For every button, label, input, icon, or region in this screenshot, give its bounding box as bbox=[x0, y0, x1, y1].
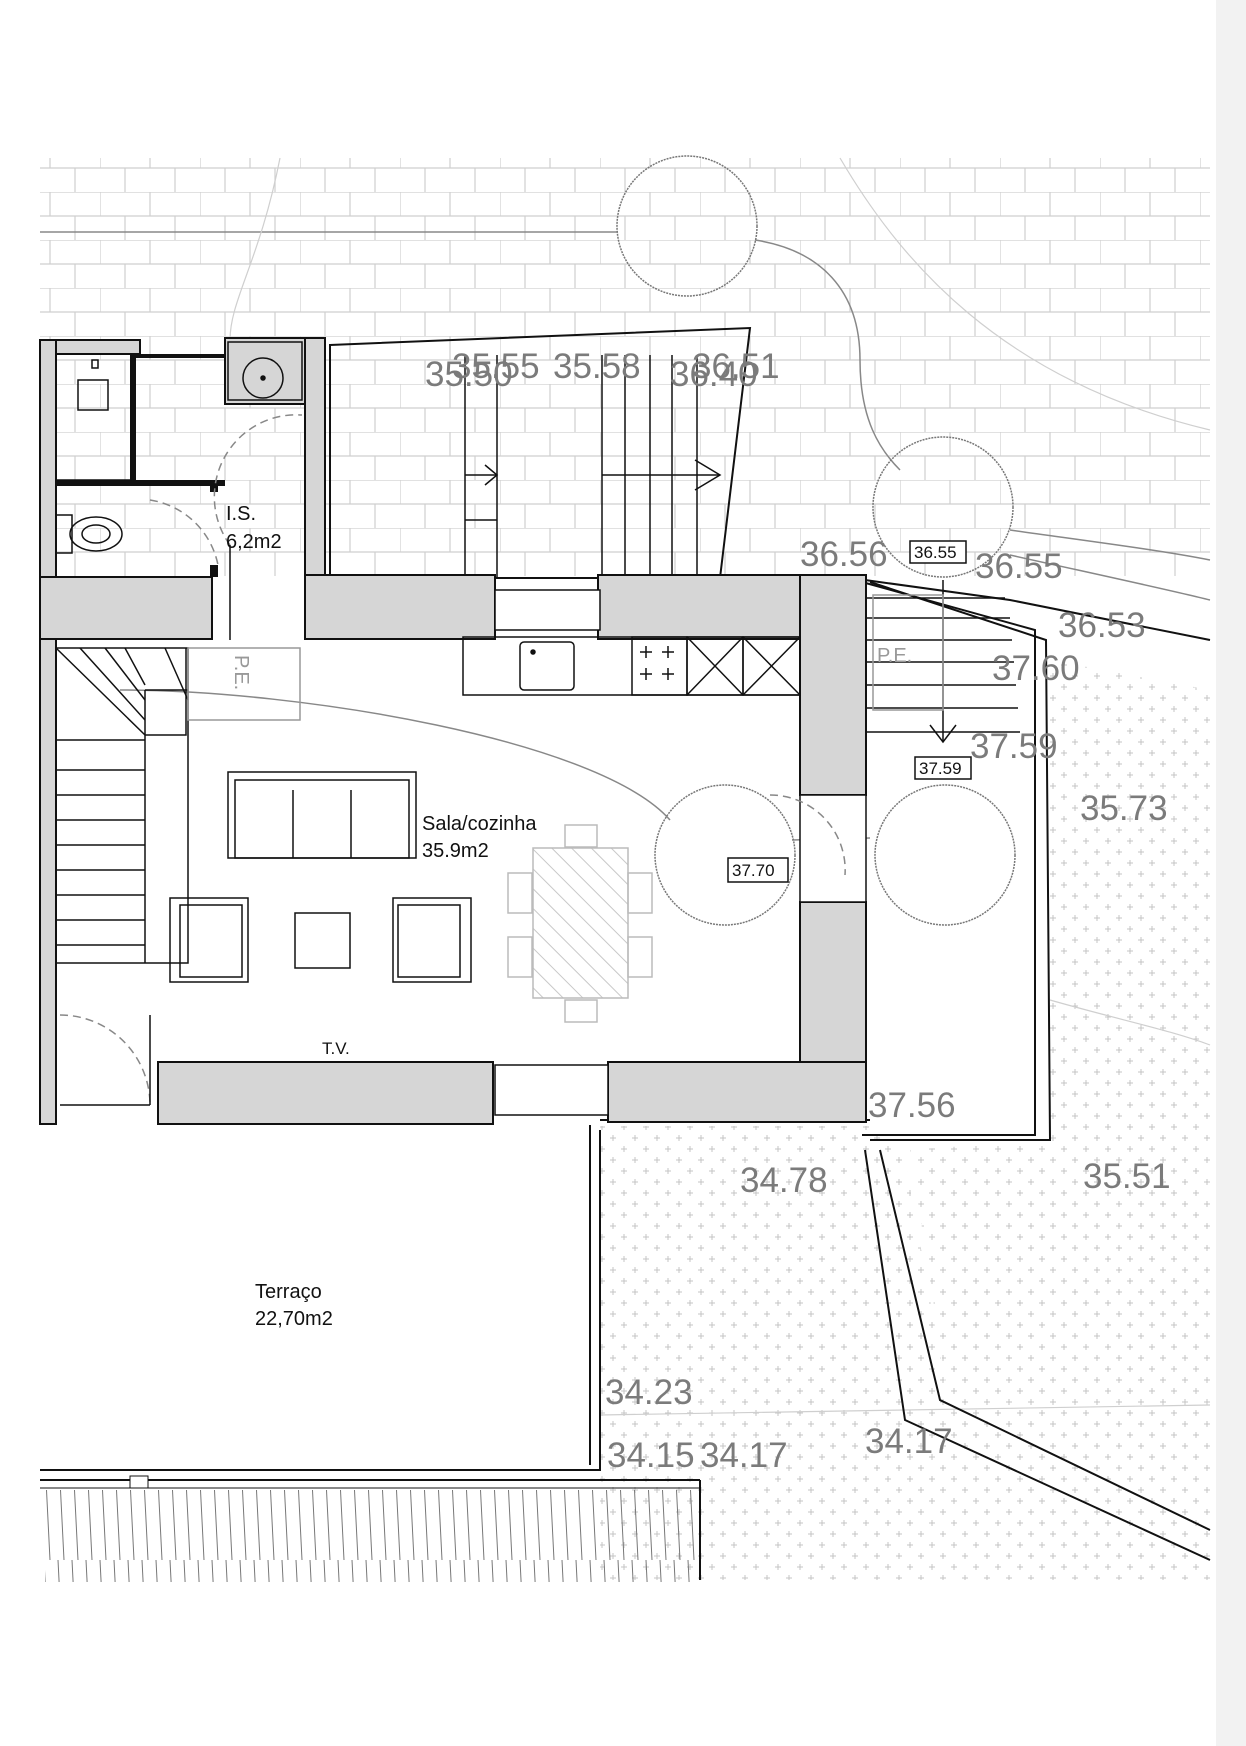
sink bbox=[227, 341, 303, 401]
pe-label-left: P.E. bbox=[230, 655, 252, 690]
openings bbox=[494, 589, 867, 1116]
level-top-c: 35.58 bbox=[553, 347, 641, 386]
room-label-is: I.S. 6,2m2 bbox=[226, 503, 282, 553]
level-3415: 34.15 bbox=[607, 1436, 695, 1475]
level-3756: 37.56 bbox=[868, 1086, 956, 1125]
room-area-is: 6,2m2 bbox=[226, 531, 282, 553]
room-label-terraco: Terraço 22,70m2 bbox=[255, 1281, 333, 1330]
door-swings bbox=[59, 414, 846, 1106]
level-3478: 34.78 bbox=[740, 1161, 828, 1200]
armchair-left bbox=[169, 897, 249, 983]
partition-walls bbox=[55, 354, 226, 577]
room-area-terraco: 22,70m2 bbox=[255, 1308, 333, 1330]
level-3760: 37.60 bbox=[992, 649, 1080, 688]
contour-lines-light bbox=[229, 157, 1211, 1416]
pe-marker-right bbox=[872, 594, 944, 711]
level-3759: 37.59 bbox=[970, 727, 1058, 766]
toilet bbox=[55, 514, 123, 554]
level-box-3655: 36.55 bbox=[909, 540, 967, 564]
level-annotations: 35.50 35.55 35.58 36.40 36.51 36.56 36.5… bbox=[425, 347, 1171, 1475]
level-3656: 36.56 bbox=[800, 535, 888, 574]
svg-text:37.70: 37.70 bbox=[732, 861, 775, 880]
room-name-sala: Sala/cozinha bbox=[422, 813, 537, 835]
room-area-sala: 35.9m2 bbox=[422, 840, 489, 862]
dining-table bbox=[507, 824, 653, 1023]
level-3423: 34.23 bbox=[605, 1373, 693, 1412]
level-top-e: 36.51 bbox=[692, 347, 780, 386]
pe-label-right: P.E. bbox=[877, 645, 912, 667]
level-box-3759: 37.59 bbox=[914, 756, 972, 780]
sofa bbox=[227, 771, 417, 859]
walls bbox=[39, 337, 867, 1125]
level-3573: 35.73 bbox=[1080, 789, 1168, 828]
level-box-3770: 37.70 bbox=[727, 857, 789, 883]
shower bbox=[55, 353, 132, 481]
door-leaves bbox=[60, 545, 231, 1106]
room-name-terraco: Terraço bbox=[255, 1281, 322, 1303]
room-name-is: I.S. bbox=[226, 503, 256, 525]
side-stairs bbox=[865, 580, 1020, 744]
level-3417-b: 34.17 bbox=[865, 1422, 953, 1461]
coffee-table bbox=[294, 912, 351, 969]
svg-text:36.55: 36.55 bbox=[914, 543, 957, 562]
room-label-sala: Sala/cozinha 35.9m2 bbox=[422, 813, 537, 862]
pe-marker-left bbox=[187, 647, 301, 721]
armchair-right bbox=[392, 897, 472, 983]
exterior-stairs bbox=[464, 355, 722, 578]
level-3655: 36.55 bbox=[975, 547, 1063, 586]
interior-stairs bbox=[55, 647, 189, 964]
level-3653: 36.53 bbox=[1058, 606, 1146, 645]
svg-text:37.59: 37.59 bbox=[919, 759, 962, 778]
kitchen-counter bbox=[462, 636, 801, 696]
tv-label: T.V. bbox=[322, 1039, 350, 1058]
railing bbox=[40, 1475, 701, 1582]
level-3417-a: 34.17 bbox=[700, 1436, 788, 1475]
level-top-b: 35.55 bbox=[452, 347, 540, 386]
level-3551: 35.51 bbox=[1083, 1157, 1171, 1196]
garden-area bbox=[600, 660, 1210, 1580]
level-top-d: 36.40 bbox=[670, 355, 758, 394]
scrollbar[interactable] bbox=[1216, 0, 1246, 1746]
level-top-a: 35.50 bbox=[425, 355, 513, 394]
tree-symbols bbox=[616, 155, 1016, 926]
contour-lines bbox=[40, 231, 1211, 841]
